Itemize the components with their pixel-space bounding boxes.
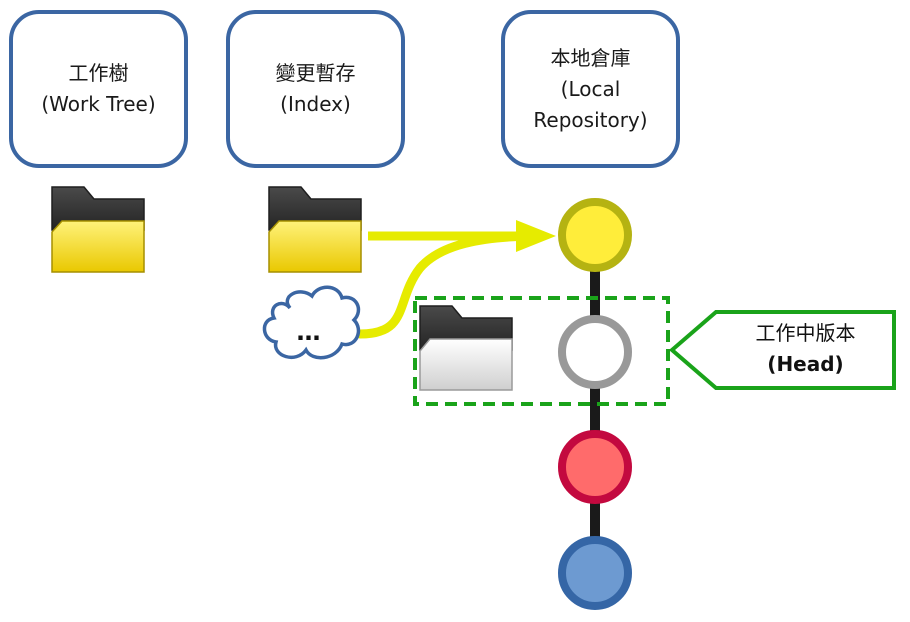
commit-new <box>558 198 632 272</box>
cloud-text: … <box>296 318 322 346</box>
index-folder-icon <box>268 186 362 273</box>
head-dashed-frame <box>413 296 670 406</box>
head-label-title: 工作中版本 <box>755 321 856 345</box>
local-repository-box: 本地倉庫 (Local Repository) <box>501 10 680 168</box>
index-subtitle: (Index) <box>280 92 351 116</box>
head-folder-icon <box>419 305 513 391</box>
index-box: 變更暫存 (Index) <box>226 10 405 168</box>
repo-subtitle-line2: Repository) <box>533 107 648 132</box>
head-callout <box>668 310 896 390</box>
repo-subtitle-line1: (Local <box>560 76 621 101</box>
cloud-icon <box>262 285 361 360</box>
index-to-commit-arrow-icon <box>368 220 556 252</box>
work-tree-title: 工作樹 <box>68 61 129 85</box>
work-tree-subtitle: (Work Tree) <box>41 92 156 116</box>
repo-title: 本地倉庫 <box>550 45 631 70</box>
commit-head <box>558 315 632 389</box>
commit-older <box>558 430 632 504</box>
commit-oldest <box>558 536 632 610</box>
work-tree-box: 工作樹 (Work Tree) <box>9 10 188 168</box>
head-label-subtitle: (Head) <box>767 352 844 376</box>
head-label: 工作中版本 (Head) <box>718 318 893 380</box>
work-tree-folder-icon <box>51 186 145 273</box>
index-title: 變更暫存 <box>275 61 356 85</box>
